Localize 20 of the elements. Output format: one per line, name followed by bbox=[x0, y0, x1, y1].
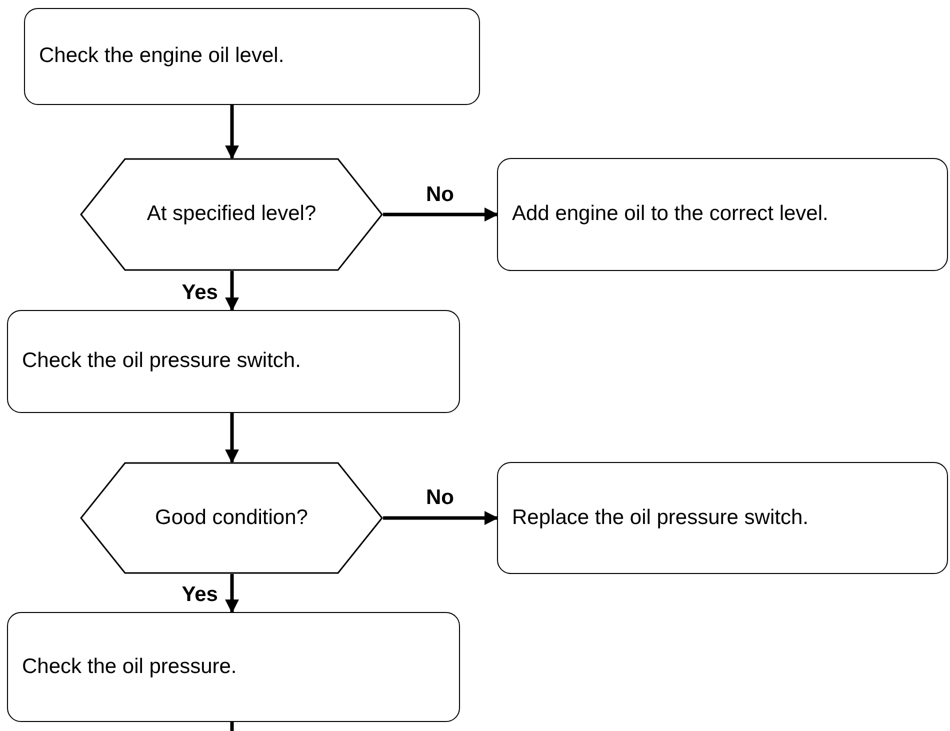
process-box bbox=[497, 462, 948, 574]
node-text: Check the oil pressure switch. bbox=[22, 348, 301, 374]
decision-hexagon bbox=[80, 158, 383, 271]
arrow bbox=[225, 413, 239, 464]
arrow bbox=[383, 511, 498, 525]
arrow bbox=[383, 208, 498, 222]
node-text: Add engine oil to the correct level. bbox=[512, 201, 828, 228]
arrow bbox=[225, 105, 239, 160]
node-text: Replace the oil pressure switch. bbox=[512, 504, 808, 531]
node-text: At specified level? bbox=[146, 201, 316, 228]
process-box bbox=[497, 158, 948, 271]
node-text: Good condition? bbox=[155, 504, 308, 531]
node-text: Check the engine oil level. bbox=[39, 43, 284, 70]
process-box bbox=[24, 8, 480, 105]
process-box bbox=[7, 612, 460, 722]
process-box bbox=[7, 310, 460, 413]
decision-hexagon bbox=[80, 462, 383, 574]
arrow bbox=[225, 574, 239, 614]
arrow bbox=[225, 271, 239, 312]
node-text: Check the oil pressure. bbox=[22, 654, 237, 680]
